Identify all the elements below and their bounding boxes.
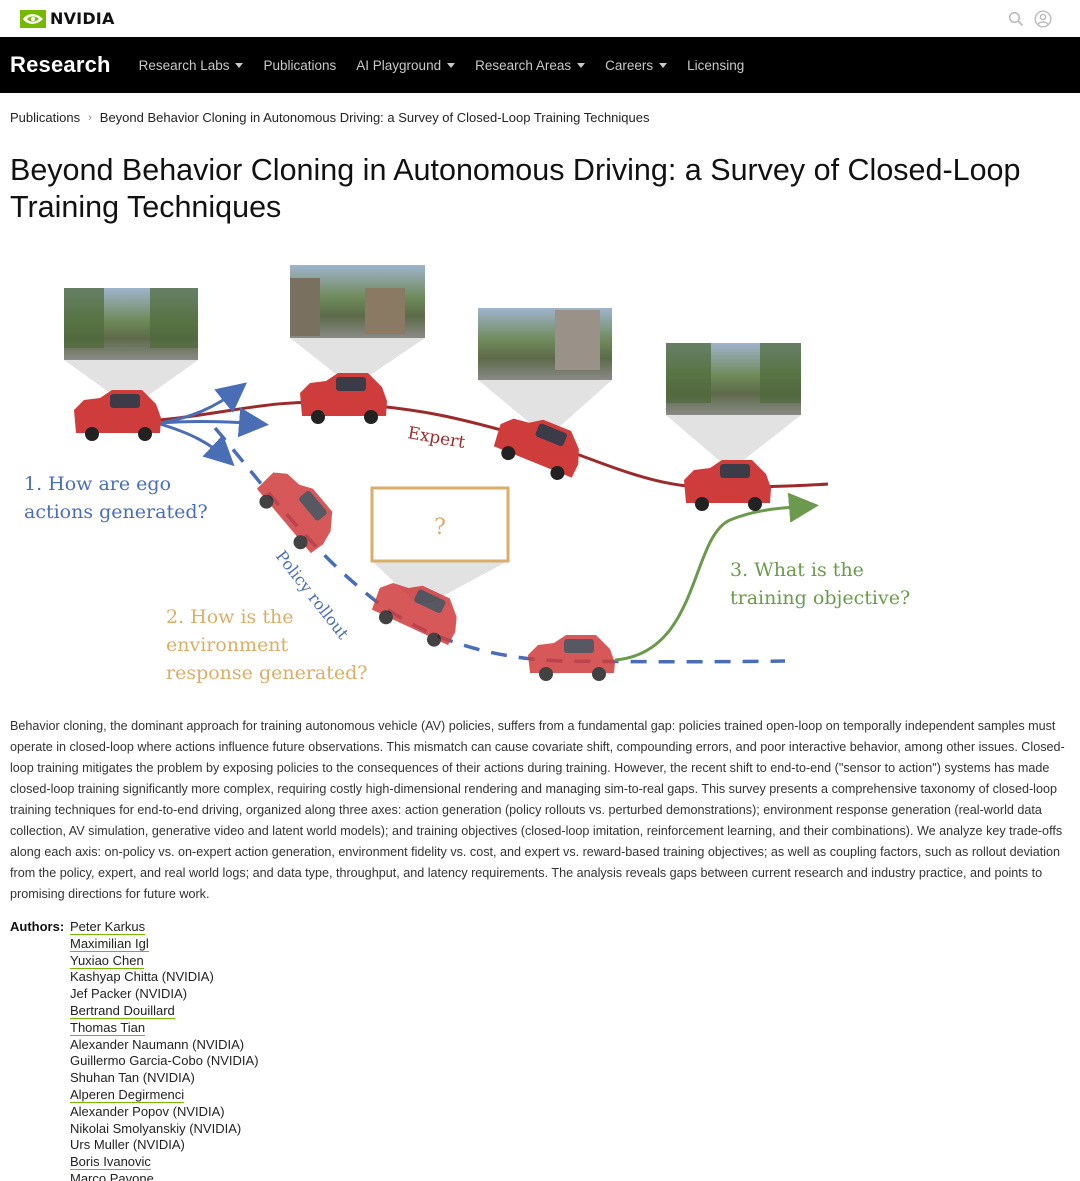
list-item: Kashyap Chitta (NVIDIA): [70, 969, 470, 986]
main-nav: Research Research Labs Publications AI P…: [0, 37, 1080, 93]
question-3-line-2: training objective?: [730, 587, 910, 609]
chevron-down-icon: [659, 62, 668, 68]
question-1-line-1: 1. How are ego: [24, 473, 171, 495]
author-name: Guillermo Garcia-Cobo (NVIDIA): [70, 1053, 259, 1069]
car-ego-start: [74, 390, 161, 441]
nvidia-eye-icon: [20, 9, 46, 28]
author-name: Shuhan Tan (NVIDIA): [70, 1070, 195, 1086]
car-rollout-1: [256, 472, 333, 554]
list-item: Alexander Naumann (NVIDIA): [70, 1037, 470, 1054]
list-item: Nikolai Smolyanskiy (NVIDIA): [70, 1121, 470, 1138]
page-title: Beyond Behavior Cloning in Autonomous Dr…: [10, 153, 1021, 224]
car-expert-2: [493, 418, 579, 480]
list-item: Peter Karkus: [70, 919, 470, 936]
expert-label: Expert: [406, 423, 467, 453]
author-list: Peter Karkus Maximilian Igl Yuxiao Chen …: [70, 919, 470, 1181]
list-item: Alperen Degirmenci: [70, 1086, 470, 1104]
author-link[interactable]: Marco Pavone: [70, 1170, 154, 1181]
nav-publications[interactable]: Publications: [263, 58, 336, 73]
abstract: Behavior cloning, the dominant approach …: [10, 719, 1065, 901]
question-2-line-2: environment: [166, 634, 289, 656]
question-1-line-2: actions generated?: [24, 501, 208, 523]
car-expert-3: [684, 460, 771, 511]
author-link[interactable]: Yuxiao Chen: [70, 952, 144, 969]
chevron-down-icon: [447, 62, 456, 68]
author-name: Kashyap Chitta (NVIDIA): [70, 969, 214, 985]
list-item: Marco Pavone: [70, 1170, 470, 1181]
author-link[interactable]: Maximilian Igl: [70, 935, 149, 952]
policy-rollout-label: Policy rollout: [272, 547, 353, 643]
list-item: Jef Packer (NVIDIA): [70, 986, 470, 1003]
nav-label: Research Labs: [138, 57, 230, 73]
chevron-down-icon: [235, 62, 244, 68]
list-item: Urs Muller (NVIDIA): [70, 1137, 470, 1154]
nvidia-logo[interactable]: NVIDIA: [20, 9, 115, 28]
list-item: Maximilian Igl: [70, 935, 470, 953]
nav-label: AI Playground: [356, 57, 442, 73]
brand-bar: NVIDIA: [0, 0, 1080, 37]
author-link[interactable]: Thomas Tian: [70, 1019, 146, 1036]
camera-view-1: [64, 288, 198, 403]
car-expert-1: [300, 373, 387, 424]
author-link[interactable]: Boris Ivanovic: [70, 1154, 151, 1171]
car-rollout-2: [371, 583, 457, 647]
author-link[interactable]: Bertrand Douillard: [70, 1002, 175, 1019]
search-icon[interactable]: [1008, 11, 1024, 27]
nav-ai-playground[interactable]: AI Playground: [356, 57, 456, 73]
question-2-line-3: response generated?: [166, 662, 367, 684]
author-name: Nikolai Smolyanskiy (NVIDIA): [70, 1120, 242, 1136]
nav-label: Publications: [263, 57, 337, 73]
question-3-line-1: 3. What is the: [730, 559, 864, 581]
logo-text: NVIDIA: [50, 9, 115, 28]
breadcrumb: Publications › Beyond Behavior Cloning i…: [10, 110, 649, 125]
camera-view-4: [666, 343, 801, 463]
research-home-link[interactable]: Research: [10, 52, 111, 77]
list-item: Alexander Popov (NVIDIA): [70, 1104, 470, 1121]
nav-careers[interactable]: Careers: [605, 57, 668, 73]
nav-research-labs[interactable]: Research Labs: [139, 58, 244, 73]
author-name: Jef Packer (NVIDIA): [70, 986, 188, 1002]
action-arrows: [159, 382, 269, 467]
camera-view-3: [478, 308, 612, 428]
camera-view-2: [290, 265, 425, 382]
list-item: Bertrand Douillard: [70, 1002, 470, 1020]
question-2-line-1: 2. How is the: [166, 606, 293, 628]
author-name: Alexander Popov (NVIDIA): [70, 1103, 225, 1119]
list-item: Yuxiao Chen: [70, 952, 470, 970]
car-rollout-3: [528, 635, 615, 681]
list-item: Thomas Tian: [70, 1019, 470, 1037]
nav-licensing[interactable]: Licensing: [687, 58, 744, 73]
nav-label: Careers: [605, 57, 654, 73]
user-account-icon[interactable]: [1034, 9, 1052, 28]
author-name: Alexander Naumann (NVIDIA): [70, 1036, 245, 1052]
nav-research-areas[interactable]: Research Areas: [475, 57, 586, 73]
chevron-right-icon: ›: [88, 111, 92, 124]
closed-loop-training-figure: Expert Policy rollout ?: [24, 265, 910, 684]
author-name: Urs Muller (NVIDIA): [70, 1137, 185, 1153]
unknown-mark: ?: [434, 515, 446, 540]
list-item: Shuhan Tan (NVIDIA): [70, 1070, 470, 1087]
author-link[interactable]: Peter Karkus: [70, 919, 146, 935]
breadcrumb-current: Beyond Behavior Cloning in Autonomous Dr…: [99, 110, 650, 125]
list-item: Boris Ivanovic: [70, 1154, 470, 1171]
chevron-down-icon: [577, 62, 586, 68]
author-link[interactable]: Alperen Degirmenci: [70, 1086, 185, 1103]
authors-label: Authors:: [10, 919, 65, 934]
nav-label: Research Areas: [475, 57, 572, 73]
nav-label: Licensing: [687, 57, 745, 73]
breadcrumb-publications[interactable]: Publications: [10, 110, 81, 125]
list-item: Guillermo Garcia-Cobo (NVIDIA): [70, 1053, 470, 1070]
objective-arrow: [614, 492, 819, 662]
